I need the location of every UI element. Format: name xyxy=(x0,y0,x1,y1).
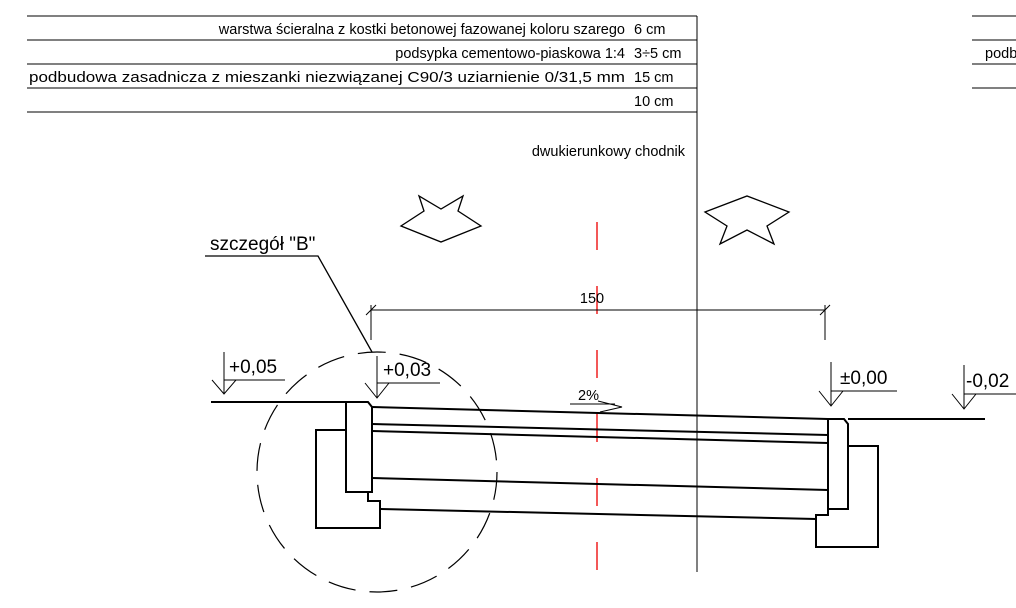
elevation-left-value: +0,05 xyxy=(229,357,277,378)
elevation-far-right-value: -0,02 xyxy=(966,371,1009,392)
layer-3-desc: podbudowa zasadnicza z mieszanki niezwią… xyxy=(29,70,625,86)
layer-2-thickness: 3÷5 cm xyxy=(634,46,681,62)
layer-1-thickness: 6 cm xyxy=(634,22,665,38)
arrow-up-icon xyxy=(703,195,791,246)
layer-4-thickness: 10 cm xyxy=(634,94,674,110)
curb-right xyxy=(815,418,879,548)
detail-label: szczegół "B" xyxy=(210,234,315,255)
layer-1-desc: warstwa ścieralna z kostki betonowej faz… xyxy=(218,22,625,38)
elevation-curb-left-value: +0,03 xyxy=(383,360,431,381)
arrow-down-icon xyxy=(399,194,483,243)
dimension-150: 150 xyxy=(365,291,831,340)
layer-table-right: podb xyxy=(972,15,1016,89)
detail-circle xyxy=(256,351,498,593)
layer-table: warstwa ścieralna z kostki betonowej faz… xyxy=(27,15,697,113)
elevation-left: +0,05 xyxy=(211,352,285,395)
elevation-far-right: -0,02 xyxy=(951,365,1016,410)
curb-left xyxy=(315,401,381,529)
slope-value: 2% xyxy=(578,388,599,404)
dimension-value: 150 xyxy=(580,291,604,307)
detail-leader xyxy=(205,255,373,353)
walkway-label: dwukierunkowy chodnik xyxy=(532,144,686,160)
layer-2-desc: podsypka cementowo-piaskowa 1:4 xyxy=(395,46,625,62)
elevation-right-value: ±0,00 xyxy=(840,368,887,389)
layer-3-thickness: 15 cm xyxy=(634,70,674,86)
elevation-curb-left: +0,03 xyxy=(364,356,440,399)
elevation-right: ±0,00 xyxy=(818,362,897,407)
pavement-layers xyxy=(371,406,829,520)
layer-right-partial: podb xyxy=(985,46,1016,62)
slope-indicator: 2% xyxy=(570,388,623,413)
